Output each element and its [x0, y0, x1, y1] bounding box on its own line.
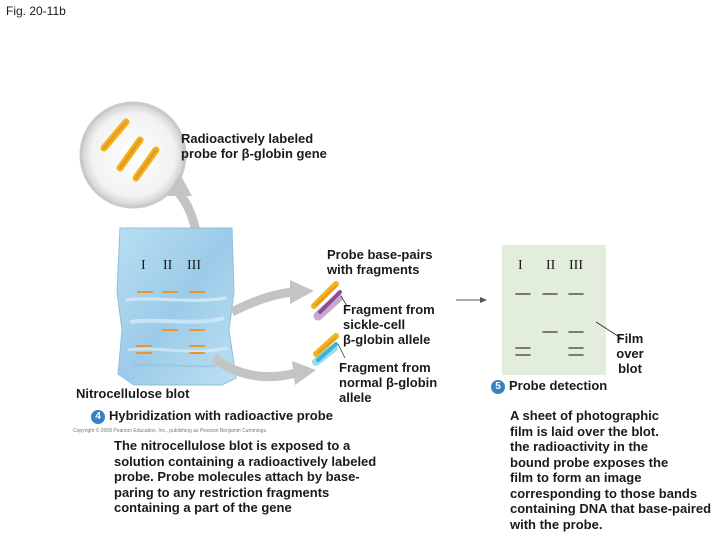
sickle-fragment-label: Fragment from sickle-cell β-globin allel…	[343, 302, 435, 347]
step5-number: 5	[491, 380, 505, 394]
figure-label: Fig. 20-11b	[6, 4, 66, 18]
nitrocellulose-blot-label: Nitrocellulose blot	[76, 386, 190, 401]
film-sheet	[502, 245, 606, 375]
blot-lane-label: III	[187, 258, 201, 273]
normal-fragment-label: Fragment from normal β-globin allele	[339, 360, 438, 405]
blot-lane-label: II	[163, 258, 173, 273]
film-lane-label: II	[546, 258, 556, 273]
probe-molecules	[100, 118, 160, 182]
film-lane-label: I	[518, 258, 523, 273]
film-lane-label: III	[569, 258, 583, 273]
film-label: Film over blot	[616, 331, 644, 376]
film-bands	[515, 293, 584, 356]
arrow-to-sickle-fragment	[229, 287, 293, 316]
curved-arrow-up	[174, 189, 201, 233]
normal-fragment-graphic	[312, 333, 339, 366]
arrow-to-normal-fragment	[211, 354, 298, 382]
copyright-notice: Copyright © 2008 Pearson Education, Inc.…	[73, 428, 268, 434]
step4-number: 4	[91, 410, 105, 424]
blot-bands	[136, 291, 205, 354]
step4-description: The nitrocellulose blot is exposed to a …	[114, 438, 377, 515]
probe-caption: Radioactively labeled probe for β-globin…	[181, 131, 327, 161]
sickle-fragment-graphic	[311, 281, 343, 321]
base-pairs-caption: Probe base-pairs with fragments	[327, 247, 433, 277]
film-label-pointer	[595, 321, 622, 339]
blot-lane-label: I	[141, 258, 146, 273]
step5-description: A sheet of photographic film is laid ove…	[510, 408, 712, 532]
